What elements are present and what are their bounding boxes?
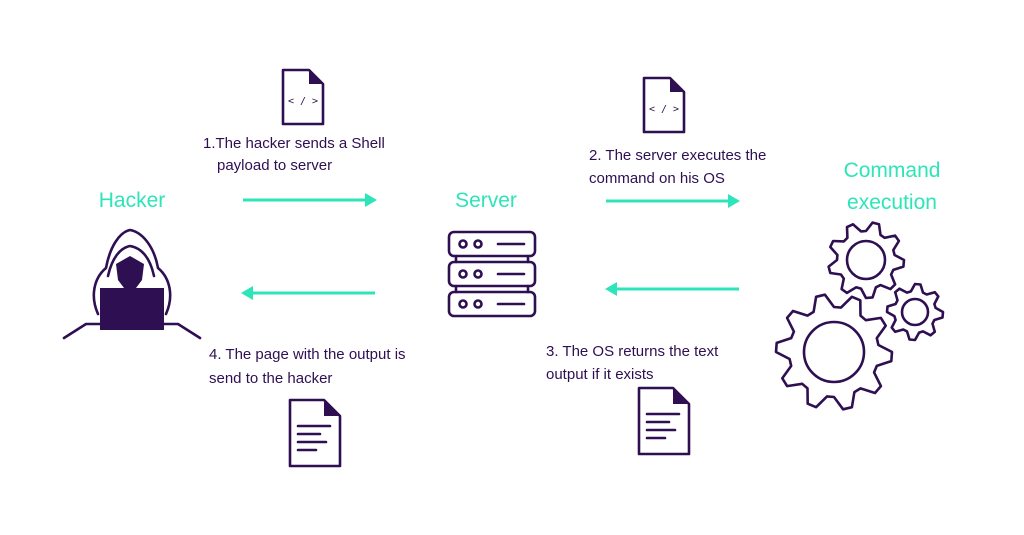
step-1-line2: payload to server: [217, 157, 333, 174]
code-file-icon: < / >: [642, 76, 686, 134]
server-rack-icon: [447, 230, 537, 318]
gear-small: [885, 282, 945, 342]
hacker-label: Hacker: [98, 189, 166, 212]
gear-large: [774, 293, 894, 411]
text-document-icon: [288, 398, 342, 468]
step-3-line1: 3. The OS returns the text: [546, 343, 719, 360]
svg-text:< / >: < / >: [288, 96, 318, 107]
step-4-line2: send to the hacker: [209, 370, 333, 387]
gear-top: [827, 221, 906, 300]
command-execution-label-line2: execution: [847, 191, 937, 214]
step-1-line1: 1.The hacker sends a Shell: [203, 135, 385, 152]
step-2-line2: command on his OS: [589, 170, 725, 187]
arrow-right-icon: [606, 194, 740, 208]
code-file-icon: < / >: [281, 68, 325, 126]
arrow-right-icon: [243, 193, 377, 207]
arrow-left-icon: [241, 286, 375, 300]
step-2-line1: 2. The server executes the: [589, 147, 767, 164]
step-4-line1: 4. The page with the output is: [209, 346, 406, 363]
server-label: Server: [455, 189, 517, 212]
arrow-left-icon: [605, 282, 739, 296]
hooded-hacker-laptop-icon: [62, 228, 202, 340]
step-3-line2: output if it exists: [546, 366, 654, 383]
command-execution-label-line1: Command: [843, 159, 941, 182]
svg-text:< / >: < / >: [649, 104, 679, 115]
text-document-icon: [637, 386, 691, 456]
gears-icon: [774, 221, 945, 411]
